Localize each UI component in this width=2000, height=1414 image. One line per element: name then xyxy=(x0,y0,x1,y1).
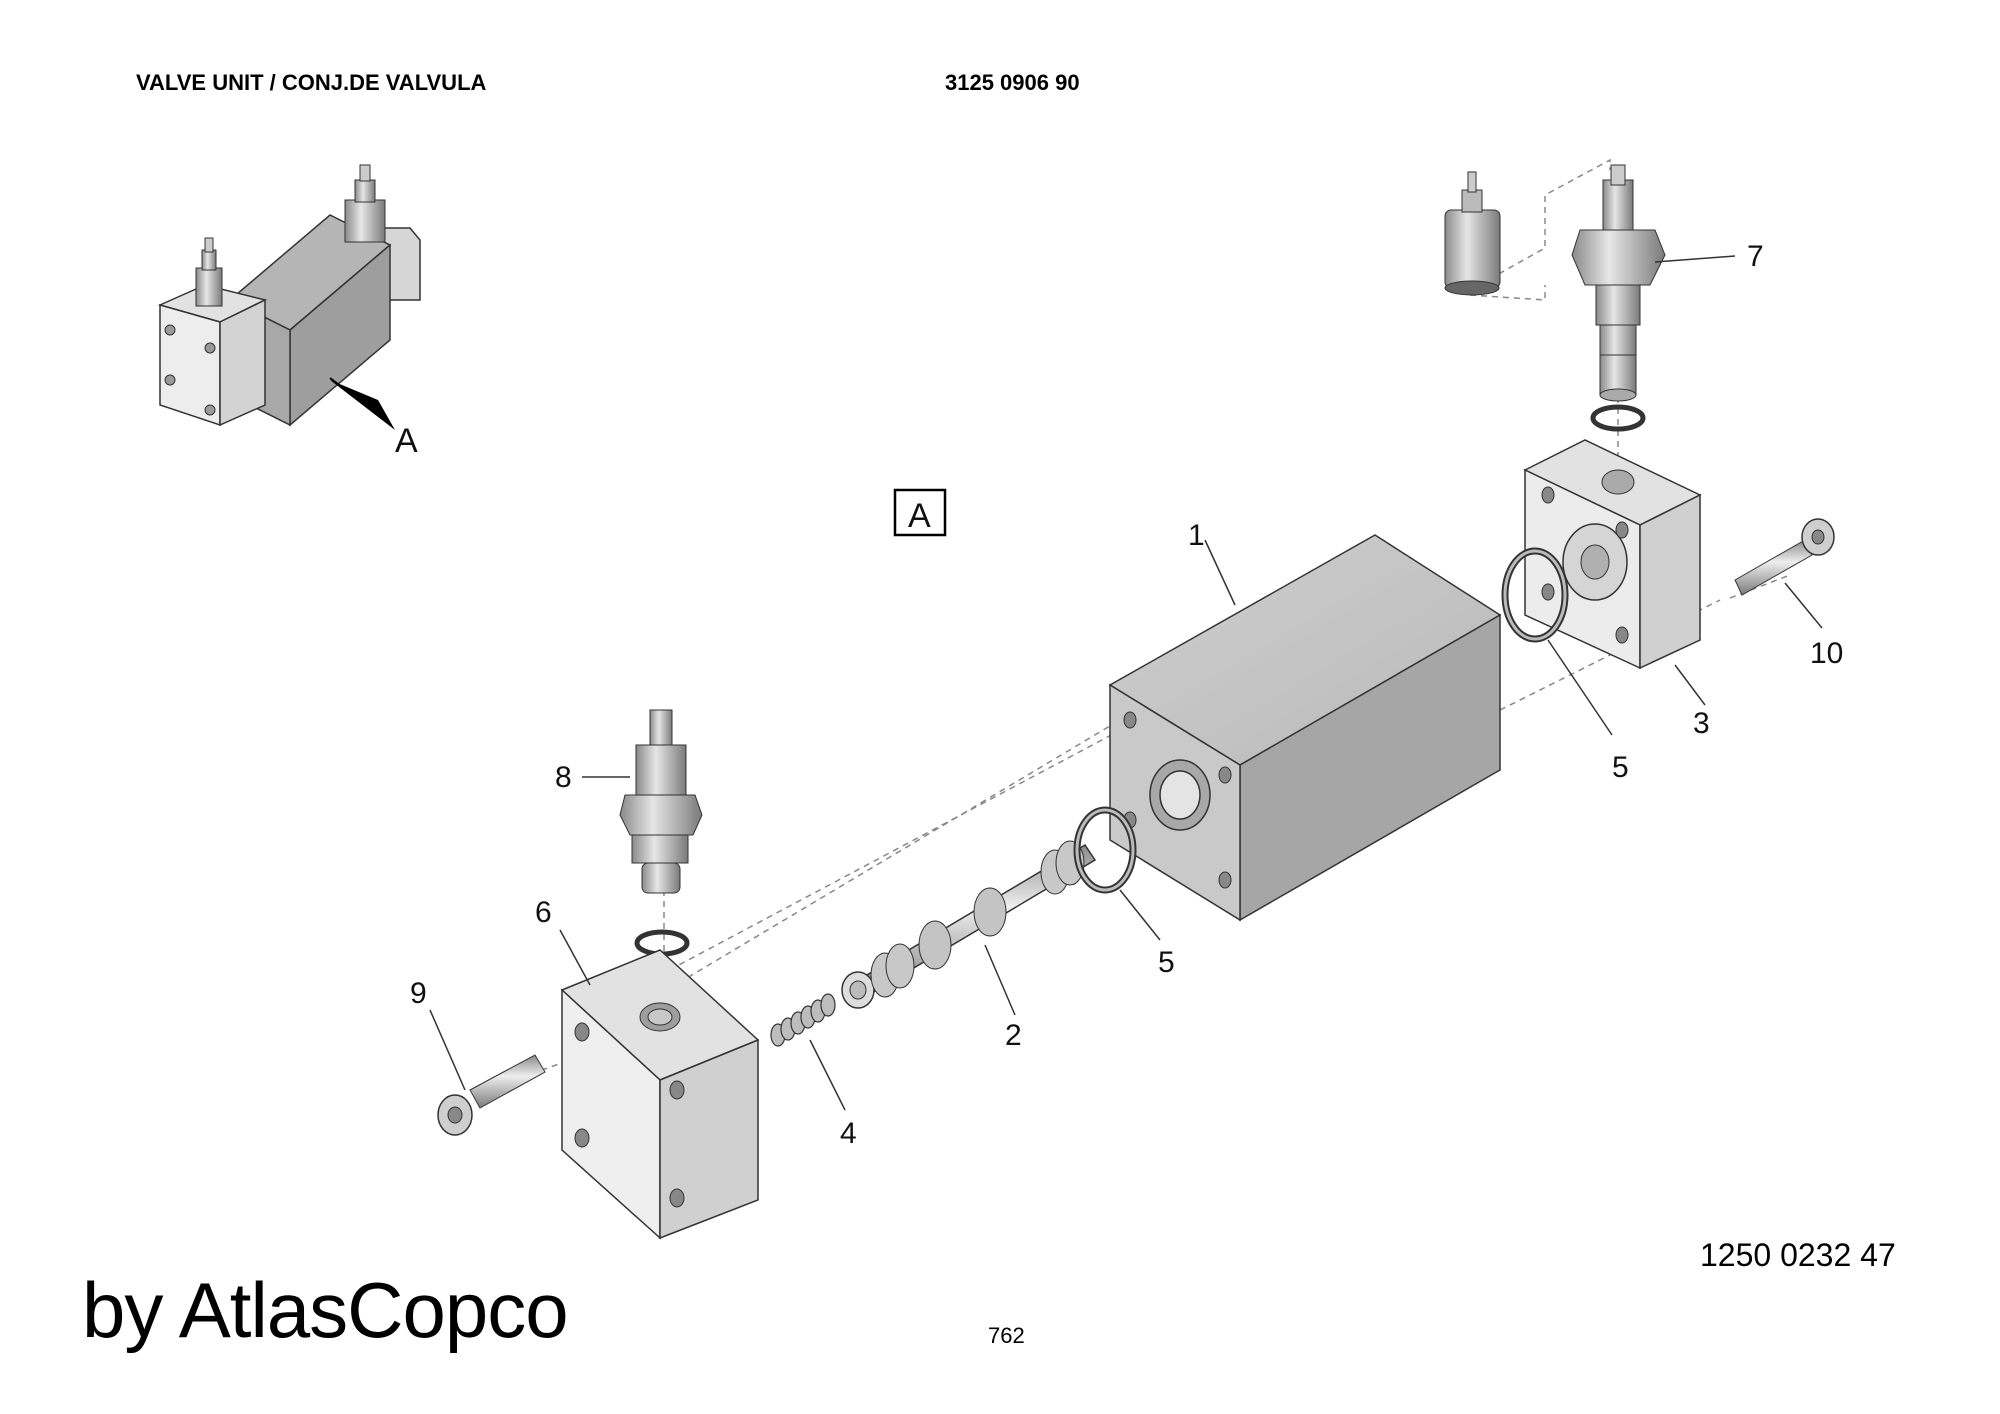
page-number: 762 xyxy=(988,1323,1025,1348)
header-title: VALVE UNIT / CONJ.DE VALVULA xyxy=(136,70,487,95)
leader-2 xyxy=(984,944,1016,1016)
callout-1: 1 xyxy=(1188,519,1205,552)
leader-3 xyxy=(1674,664,1706,706)
item-1-valve-housing xyxy=(1108,534,1502,922)
item-6-end-cover-left xyxy=(560,949,760,1240)
view-a-marker: A xyxy=(893,488,947,537)
overview-assembly xyxy=(157,164,421,430)
brand-signature: by AtlasCopco xyxy=(82,1266,569,1354)
figure-number: 1250 0232 47 xyxy=(1700,1237,1896,1273)
solenoid-cap xyxy=(1444,171,1501,296)
header-part-number: 3125 0906 90 xyxy=(945,70,1080,95)
callout-4: 4 xyxy=(840,1117,857,1150)
item-o-ring-left xyxy=(634,929,690,957)
item-2-spool xyxy=(841,840,1097,1009)
leader-1 xyxy=(1204,539,1236,606)
callout-10: 10 xyxy=(1810,637,1843,670)
leader-7 xyxy=(1654,255,1736,263)
item-5-seal-ring-right xyxy=(1501,547,1569,643)
callout-5-center: 5 xyxy=(1158,946,1175,979)
item-3-end-cover-right xyxy=(1523,439,1702,670)
overview-pointer-label: A xyxy=(395,422,418,460)
item-4-spring xyxy=(770,993,836,1047)
callout-7: 7 xyxy=(1747,240,1764,273)
leader-6 xyxy=(559,929,591,986)
item-7-cartridge-valve xyxy=(1571,164,1666,402)
item-10-cap-screw xyxy=(1734,518,1835,596)
leader-4 xyxy=(809,1039,846,1111)
item-8-cartridge-valve xyxy=(619,709,703,894)
callout-6: 6 xyxy=(535,896,552,929)
leader-5a xyxy=(1119,889,1161,941)
item-5-seal-ring-center xyxy=(1073,806,1137,894)
callout-5-right: 5 xyxy=(1612,751,1629,784)
callout-3: 3 xyxy=(1693,707,1710,740)
leader-5b xyxy=(1547,639,1613,736)
view-a-label: A xyxy=(908,497,931,535)
item-o-ring-top xyxy=(1590,404,1646,432)
callout-8: 8 xyxy=(555,761,572,794)
leader-10 xyxy=(1784,582,1823,629)
callout-2: 2 xyxy=(1005,1019,1022,1052)
callout-9: 9 xyxy=(410,977,427,1010)
leader-9 xyxy=(429,1009,466,1091)
item-9-cap-screw xyxy=(437,1054,546,1136)
